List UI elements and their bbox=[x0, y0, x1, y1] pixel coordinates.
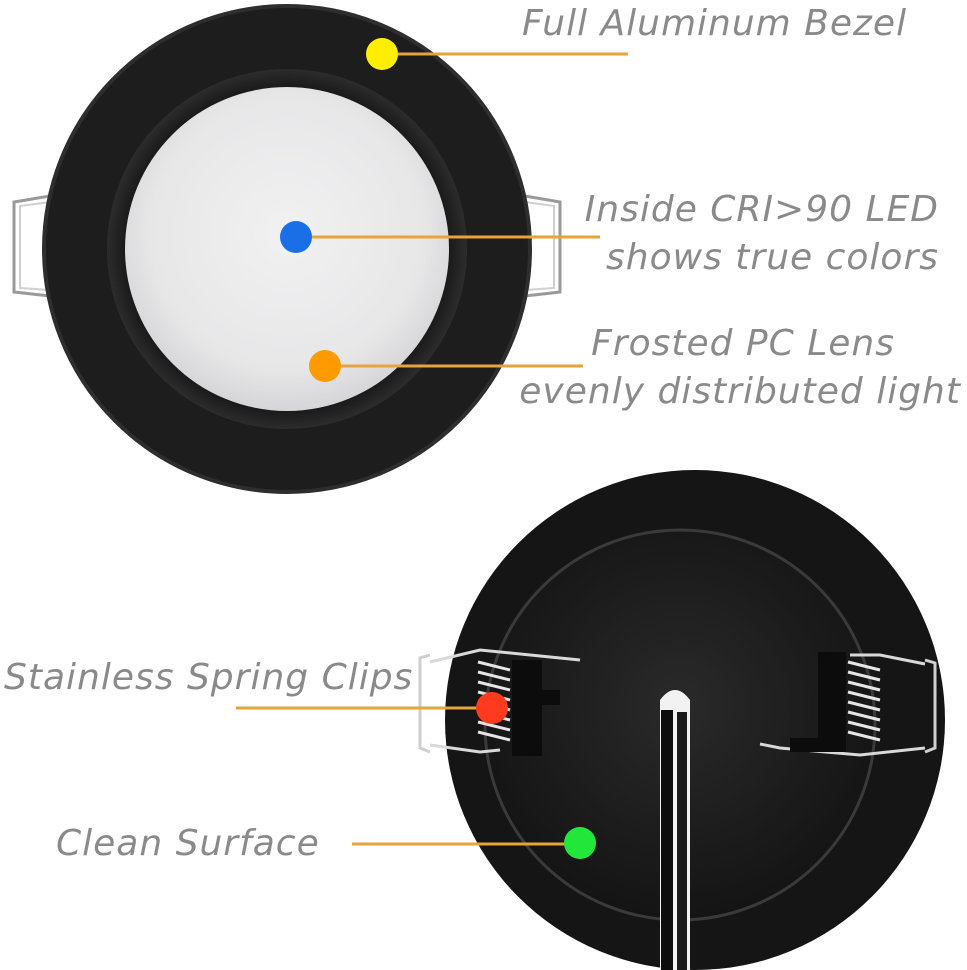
led-callout-dot bbox=[280, 221, 312, 253]
front-side-clip-right bbox=[524, 194, 562, 298]
front-side-clip-left bbox=[12, 194, 51, 298]
clips-callout-dot bbox=[476, 692, 508, 724]
led-label-line1: Inside CRI>90 LED bbox=[584, 189, 939, 230]
left-spring-clip bbox=[418, 648, 581, 756]
bezel-label: Full Aluminum Bezel bbox=[522, 3, 908, 44]
surface-callout-dot bbox=[564, 827, 596, 859]
bezel-callout-dot bbox=[366, 38, 398, 70]
power-cable bbox=[660, 690, 690, 970]
lens-callout-dot bbox=[309, 350, 341, 382]
callout-dots bbox=[280, 38, 596, 859]
lens-label-line2: evenly distributed light bbox=[519, 371, 961, 412]
leader-lines bbox=[236, 52, 628, 846]
led-label: Inside CRI>90 LED shows true colors bbox=[585, 186, 939, 282]
surface-label: Clean Surface bbox=[56, 823, 320, 864]
lens-label-line1: Frosted PC Lens bbox=[591, 323, 895, 364]
right-spring-clip bbox=[759, 652, 937, 757]
lens-label: Frosted PC Lens evenly distributed light bbox=[519, 320, 961, 416]
front-bezel-highlight bbox=[42, 4, 532, 494]
clips-label: Stainless Spring Clips bbox=[4, 657, 414, 698]
led-label-line2: shows true colors bbox=[606, 237, 939, 278]
